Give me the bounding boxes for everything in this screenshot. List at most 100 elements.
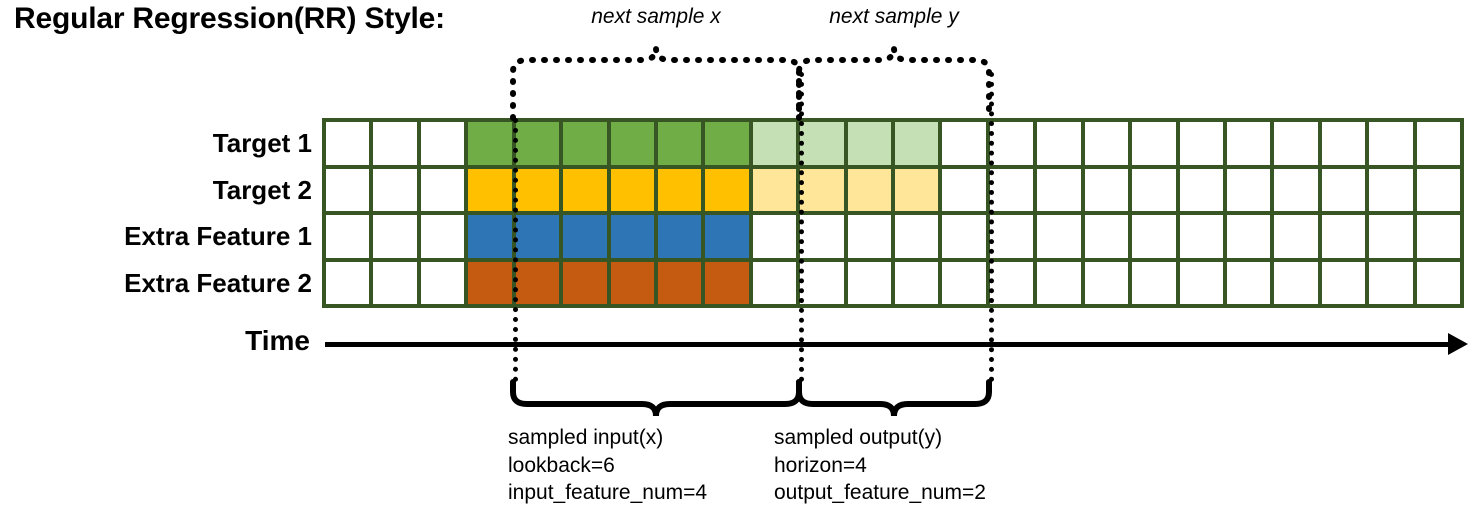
grid-cell bbox=[752, 168, 797, 211]
bottom-caption-sampled-output-line-2: horizon=4 bbox=[774, 453, 867, 477]
grid-cell bbox=[705, 215, 749, 258]
grid-cell bbox=[1084, 261, 1129, 304]
grid-cell bbox=[705, 168, 749, 211]
timeline-grid bbox=[322, 118, 1464, 308]
top-brace-next-sample-y bbox=[796, 47, 992, 121]
grid-cell bbox=[989, 168, 1034, 211]
grid-cell bbox=[326, 168, 370, 211]
grid-cell bbox=[1416, 168, 1460, 211]
grid-cell bbox=[705, 122, 749, 165]
grid-cell bbox=[1179, 122, 1223, 165]
grid-cell bbox=[420, 168, 465, 211]
grid-cell bbox=[1274, 215, 1318, 258]
grid-cell bbox=[1226, 261, 1271, 304]
bottom-caption-sampled-output: sampled output(y) horizon=4 output_featu… bbox=[774, 424, 986, 507]
grid-cell bbox=[1226, 215, 1271, 258]
connector-line-input-end bbox=[799, 72, 804, 382]
grid-cell bbox=[752, 122, 797, 165]
grid-cell bbox=[895, 168, 939, 211]
grid-cell bbox=[1226, 168, 1271, 211]
grid-cell bbox=[942, 168, 986, 211]
grid-cell bbox=[515, 168, 560, 211]
grid-cell bbox=[847, 215, 891, 258]
grid-cell bbox=[373, 122, 417, 165]
grid-cell bbox=[610, 261, 654, 304]
grid-cell bbox=[942, 215, 986, 258]
grid-cell bbox=[1179, 261, 1223, 304]
grid-cell bbox=[468, 261, 512, 304]
top-brace-caption-next-sample-x: next sample x bbox=[591, 5, 721, 28]
grid-cell bbox=[515, 261, 560, 304]
grid-cell bbox=[563, 122, 607, 165]
grid-cell bbox=[420, 261, 465, 304]
grid-cell bbox=[847, 261, 891, 304]
grid-cell bbox=[1369, 215, 1413, 258]
time-axis-line bbox=[325, 342, 1455, 347]
grid-cell bbox=[515, 122, 560, 165]
grid-cell bbox=[1084, 168, 1129, 211]
grid-cell bbox=[1416, 215, 1460, 258]
grid-cell bbox=[1179, 215, 1223, 258]
grid-cell bbox=[705, 261, 749, 304]
grid-cell bbox=[1274, 122, 1318, 165]
grid-cell bbox=[800, 215, 844, 258]
grid-cell bbox=[1274, 261, 1318, 304]
bottom-brace-sampled-output bbox=[796, 379, 992, 417]
grid-cell bbox=[1132, 215, 1176, 258]
grid-cell bbox=[1321, 122, 1366, 165]
grid-cell bbox=[752, 261, 797, 304]
grid-cell bbox=[326, 122, 370, 165]
bottom-caption-sampled-input-line-2: lookback=6 bbox=[508, 453, 615, 477]
grid-cell bbox=[657, 215, 702, 258]
grid-cell bbox=[1369, 261, 1413, 304]
grid-cell bbox=[1369, 168, 1413, 211]
grid-cell bbox=[468, 122, 512, 165]
grid-cell bbox=[895, 122, 939, 165]
row-label-extra-feature-2: Extra Feature 2 bbox=[124, 267, 312, 298]
bottom-caption-sampled-input-line-3: input_feature_num=4 bbox=[508, 481, 708, 505]
bottom-caption-sampled-output-line-3: output_feature_num=2 bbox=[774, 481, 986, 505]
grid-cell bbox=[847, 122, 891, 165]
bottom-caption-sampled-output-line-1: sampled output(y) bbox=[774, 426, 943, 449]
top-brace-next-sample-x bbox=[510, 47, 802, 121]
grid-cell bbox=[420, 122, 465, 165]
connector-line-output-end bbox=[989, 72, 994, 382]
grid-cell bbox=[610, 168, 654, 211]
grid-cell bbox=[942, 122, 986, 165]
grid-cell bbox=[800, 122, 844, 165]
grid-cell bbox=[468, 215, 512, 258]
time-axis-label: Time bbox=[245, 325, 310, 356]
grid-cell bbox=[1321, 215, 1366, 258]
grid-cell bbox=[1321, 168, 1366, 211]
page-title: Regular Regression(RR) Style: bbox=[14, 2, 445, 35]
grid-cell bbox=[1084, 122, 1129, 165]
grid-cell bbox=[657, 168, 702, 211]
row-label-target-1: Target 1 bbox=[212, 128, 312, 159]
connector-line-input-start bbox=[513, 118, 518, 382]
time-axis-arrow-icon bbox=[1448, 333, 1468, 355]
grid-cell bbox=[1321, 261, 1366, 304]
grid-cell bbox=[515, 215, 560, 258]
grid-cell bbox=[895, 261, 939, 304]
grid-cell bbox=[800, 261, 844, 304]
grid-cell bbox=[989, 261, 1034, 304]
grid-cell bbox=[942, 261, 986, 304]
grid-cell bbox=[1037, 215, 1081, 258]
grid-cell bbox=[800, 168, 844, 211]
grid-cell bbox=[1226, 122, 1271, 165]
grid-cell bbox=[1274, 168, 1318, 211]
row-label-column: Target 1 Target 2 Extra Feature 1 Extra … bbox=[0, 0, 312, 516]
grid-cell bbox=[989, 122, 1034, 165]
grid-cell bbox=[895, 215, 939, 258]
grid-cell bbox=[373, 215, 417, 258]
grid-cell bbox=[1037, 122, 1081, 165]
grid-cell bbox=[563, 215, 607, 258]
grid-cell bbox=[610, 215, 654, 258]
grid-cell bbox=[563, 168, 607, 211]
grid-cell bbox=[326, 261, 370, 304]
grid-cell bbox=[373, 168, 417, 211]
grid-cell bbox=[468, 168, 512, 211]
grid-cell bbox=[1416, 261, 1460, 304]
grid-cell bbox=[1084, 215, 1129, 258]
